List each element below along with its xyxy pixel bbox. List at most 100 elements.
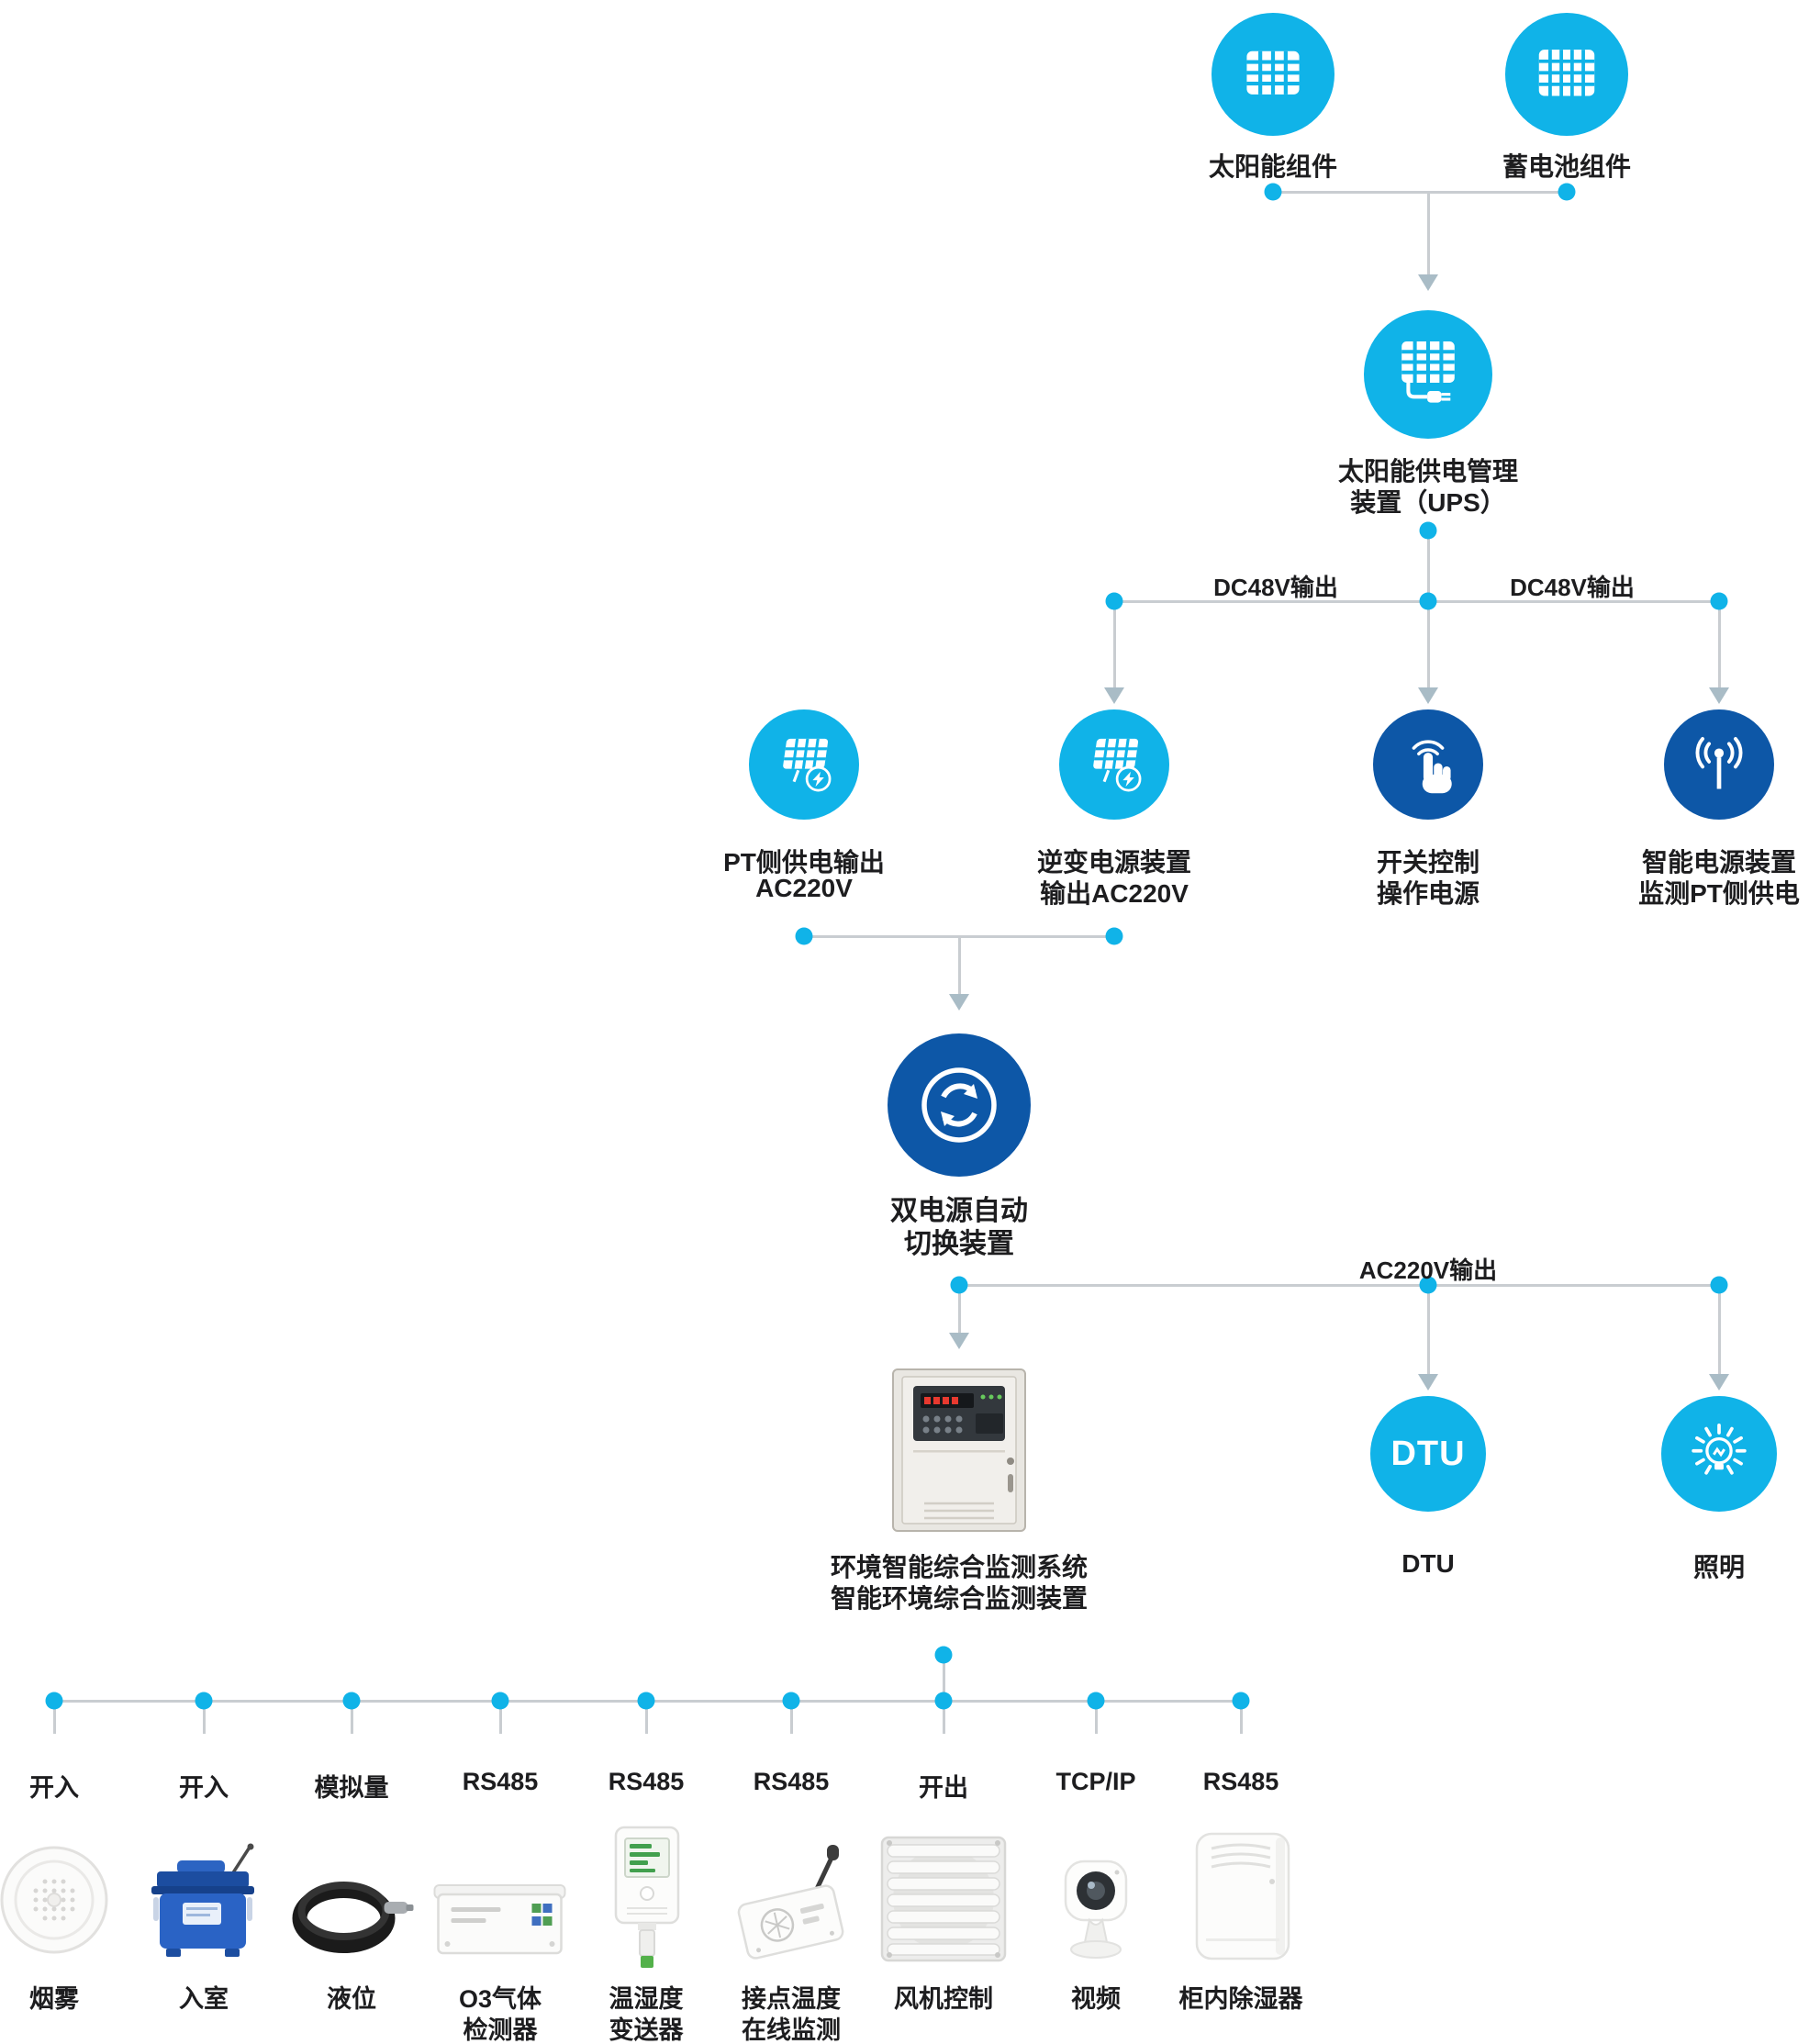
connector-line: [350, 1701, 353, 1734]
lighting-node: [1661, 1396, 1777, 1512]
arrow-down-icon: [949, 1333, 969, 1349]
connector-line: [957, 936, 961, 994]
entry-detector-icon: [151, 1843, 254, 1957]
dual-power-transfer-icon: [921, 1067, 997, 1143]
connector-line: [1426, 601, 1430, 687]
smart-power-label-line1: 智能电源装置: [1641, 848, 1797, 877]
battery-module-icon: [1538, 50, 1595, 96]
junction-dot: [1264, 183, 1282, 201]
terminal-caption: 温湿度: [609, 1985, 684, 2013]
connector-line: [1239, 1701, 1243, 1734]
ats-label-line1: 双电源自动: [890, 1196, 1028, 1226]
port-label: RS485: [753, 1768, 830, 1795]
junction-dot: [1232, 1692, 1250, 1710]
ups-label-line2: 装置（UPS）: [1350, 488, 1506, 517]
port-label: RS485: [462, 1768, 539, 1795]
connector-line: [1426, 192, 1430, 274]
junction-dot: [637, 1692, 655, 1710]
liquid-level-sensor-icon: [292, 1882, 414, 1953]
junction-dot: [491, 1692, 509, 1710]
light-bulb-icon: [1692, 1423, 1747, 1475]
junction-dot: [795, 927, 813, 945]
junction-dot: [934, 1692, 953, 1710]
smart-power-node: [1664, 709, 1774, 820]
junction-dot: [950, 1276, 968, 1294]
solar-panel-icon: [1246, 50, 1300, 95]
ats-node: [888, 1033, 1031, 1177]
connector-line: [942, 1701, 945, 1734]
pt-output-node: [749, 709, 859, 820]
terminal-caption: 接点温度: [742, 1985, 841, 2013]
terminal-caption-line2: 检测器: [463, 2016, 538, 2044]
connector-line: [1273, 190, 1567, 194]
smart-power-label-line2: 监测PT侧供电: [1638, 879, 1800, 908]
terminal-caption: 入室: [179, 1985, 229, 2013]
dc48v-output-label-right: DC48V输出: [1510, 574, 1635, 601]
switch-control-label-line1: 开关控制: [1376, 848, 1480, 877]
antenna-signal-icon: [1695, 736, 1743, 789]
connector-line: [52, 1701, 56, 1734]
junction-dot: [45, 1692, 63, 1710]
lighting-label: 照明: [1692, 1553, 1746, 1581]
terminal-caption: 风机控制: [894, 1985, 993, 2013]
ac220v-output-label: AC220V输出: [1358, 1257, 1498, 1284]
connector-line: [1114, 599, 1719, 603]
dtu-node: DTU: [1370, 1396, 1486, 1512]
junction-dot: [934, 1646, 953, 1664]
connector-line: [1426, 531, 1430, 602]
contact-temp-monitor-device: [722, 1843, 860, 1971]
terminal-caption: 液位: [327, 1985, 376, 2013]
monitor-label-line1: 环境智能综合监测系统: [830, 1553, 1089, 1581]
dehumidifier-device: [1180, 1828, 1301, 1969]
junction-dot: [782, 1692, 800, 1710]
arrow-down-icon: [1418, 687, 1438, 704]
monitoring-cabinet: [888, 1366, 1031, 1541]
connector-line: [644, 1701, 648, 1734]
inverter-label-line2: 输出AC220V: [1040, 879, 1189, 908]
monitor-label-line2: 智能环境综合监测装置: [830, 1584, 1089, 1613]
entry-detector-device: [135, 1842, 273, 1966]
dc48v-output-label-left: DC48V输出: [1213, 574, 1338, 601]
port-label: 开入: [179, 1774, 229, 1802]
junction-dot: [1710, 592, 1728, 610]
battery-module-label: 蓄电池组件: [1502, 152, 1632, 181]
switch-control-node: [1373, 709, 1483, 820]
arrow-down-icon: [949, 994, 969, 1011]
inverter-node: [1059, 709, 1169, 820]
terminal-caption: 视频: [1071, 1985, 1121, 2013]
video-camera-device: [1036, 1854, 1156, 1964]
temp-humidity-transmitter-icon: [614, 1826, 680, 1968]
inverter-power-icon: [1093, 738, 1142, 792]
smoke-detector-icon: [0, 1846, 108, 1954]
terminal-caption-line2: 在线监测: [742, 2016, 841, 2044]
dehumidifier-icon: [1195, 1832, 1290, 1960]
solar-module-label: 太阳能组件: [1208, 152, 1338, 181]
arrow-down-icon: [1104, 687, 1124, 704]
terminal-caption: O3气体: [458, 1985, 542, 2013]
port-label: RS485: [1202, 1768, 1279, 1795]
video-camera-icon: [1064, 1860, 1128, 1959]
connector-line: [959, 1283, 1719, 1287]
o3-gas-detector-device: [430, 1854, 572, 1964]
connector-line: [789, 1701, 793, 1734]
touch-hand-icon: [1412, 740, 1452, 794]
connector-line: [1426, 1285, 1430, 1374]
junction-dot: [1710, 1276, 1728, 1294]
connector-line: [202, 1701, 206, 1734]
solar-power-output-icon: [783, 738, 832, 792]
arrow-down-icon: [1709, 687, 1729, 704]
connector-line: [498, 1701, 502, 1734]
inverter-label-line1: 逆变电源装置: [1036, 848, 1192, 877]
port-label: TCP/IP: [1055, 1768, 1136, 1795]
ups-label-line1: 太阳能供电管理: [1337, 457, 1519, 486]
arrow-down-icon: [1709, 1374, 1729, 1391]
junction-dot: [1087, 1692, 1105, 1710]
fan-control-device: [875, 1823, 1012, 1967]
port-label: 开出: [919, 1774, 968, 1802]
junction-dot: [1558, 183, 1576, 201]
ups-node: [1364, 310, 1492, 439]
connector-line: [1717, 1285, 1721, 1374]
contact-temp-monitor-icon: [737, 1845, 844, 1960]
connector-line: [942, 1655, 945, 1702]
